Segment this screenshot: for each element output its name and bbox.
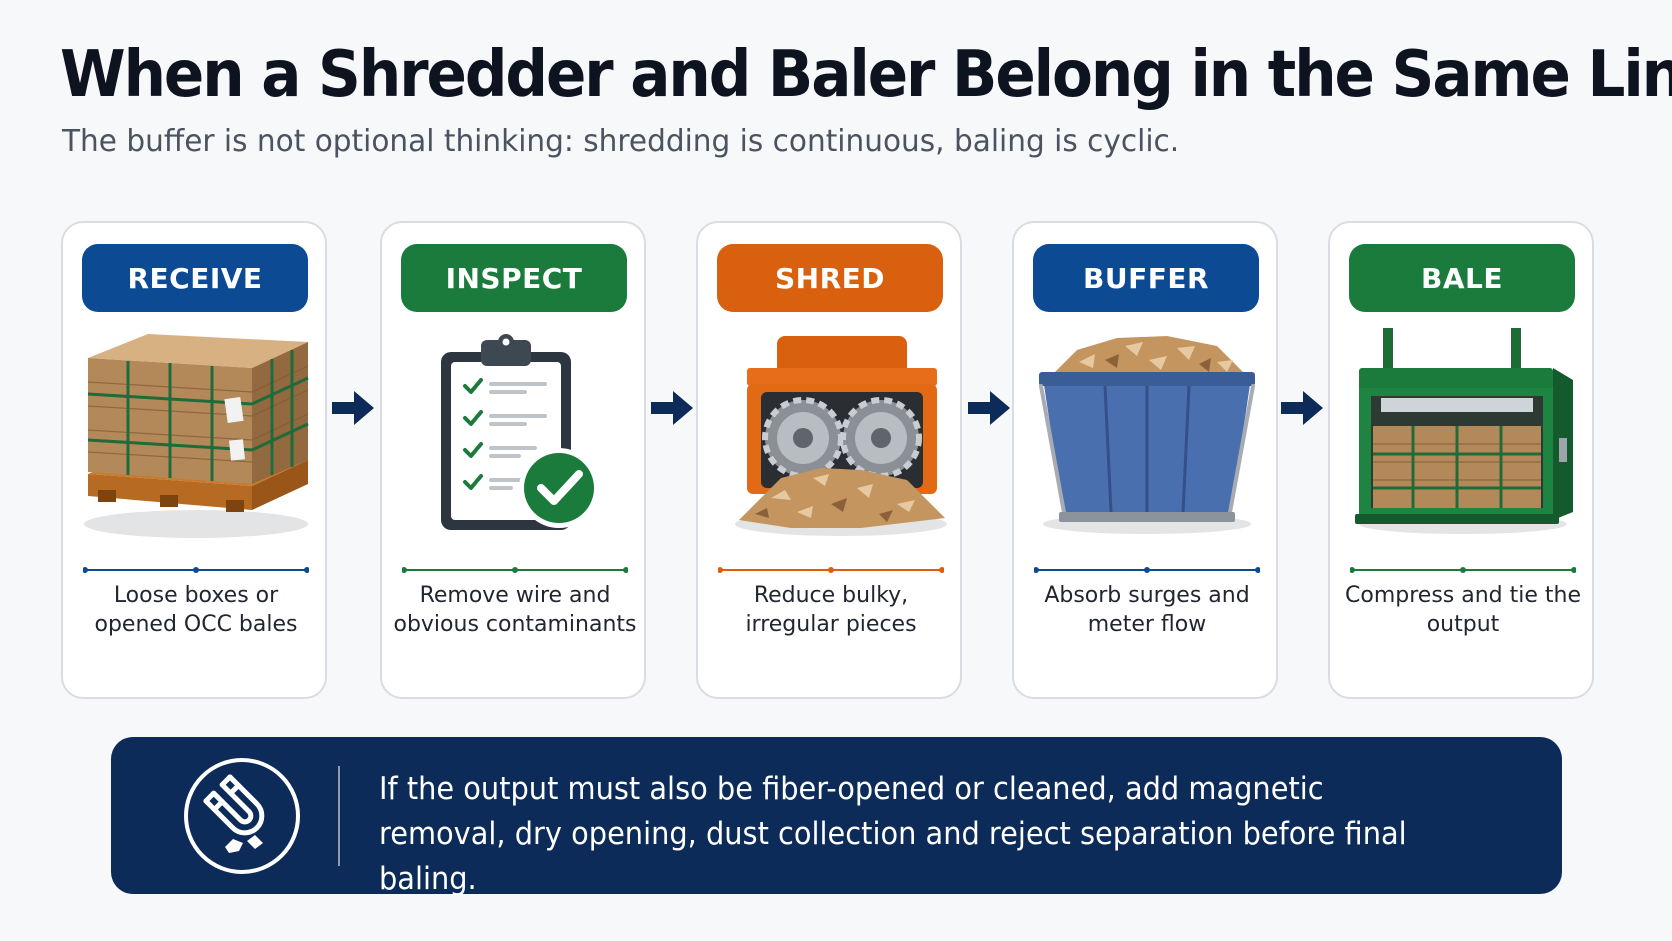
shredder-icon — [735, 336, 947, 536]
arrow-right-icon — [651, 391, 693, 425]
step-caption-shred: Reduce bulky, irregular pieces — [745, 583, 917, 637]
step-card-inspect: INSPECT — [380, 221, 646, 699]
banner-divider — [338, 766, 340, 866]
divider-line — [1034, 567, 1260, 573]
page-subtitle: The buffer is not optional thinking: shr… — [62, 124, 1180, 159]
divider-line — [402, 567, 628, 573]
step-label-buffer: BUFFER — [1033, 244, 1259, 312]
step-card-bale: BALE — [1328, 221, 1594, 699]
note-text: If the output must also be fiber-opened … — [379, 771, 1407, 897]
step-caption-bale: Compress and tie the output — [1345, 583, 1581, 637]
step-label-inspect: INSPECT — [401, 244, 627, 312]
arrow-right-icon — [968, 391, 1010, 425]
note-banner: If the output must also be fiber-opened … — [111, 737, 1562, 897]
magnet-icon — [184, 758, 300, 874]
page-title: When a Shredder and Baler Belong in the … — [60, 38, 1672, 112]
arrow-right-icon — [332, 391, 374, 425]
occ-bale-pallet-icon — [84, 334, 309, 538]
step-card-receive: RECEIVE — [61, 221, 327, 699]
step-card-buffer: BUFFER — [1012, 221, 1278, 699]
buffer-bin-icon — [1039, 336, 1255, 534]
divider-line — [718, 567, 944, 573]
divider-line — [1350, 567, 1576, 573]
baler-icon — [1355, 328, 1573, 534]
step-caption-buffer: Absorb surges and meter flow — [1044, 583, 1250, 637]
checklist-clipboard-icon — [441, 334, 599, 530]
step-caption-inspect: Remove wire and obvious contaminants — [393, 583, 637, 637]
step-card-shred: SHRED — [696, 221, 962, 699]
step-label-bale: BALE — [1349, 244, 1575, 312]
arrow-right-icon — [1281, 391, 1323, 425]
step-label-receive: RECEIVE — [82, 244, 308, 312]
step-label-shred: SHRED — [717, 244, 943, 312]
step-caption-receive: Loose boxes or opened OCC bales — [94, 583, 298, 637]
divider-line — [83, 567, 309, 573]
